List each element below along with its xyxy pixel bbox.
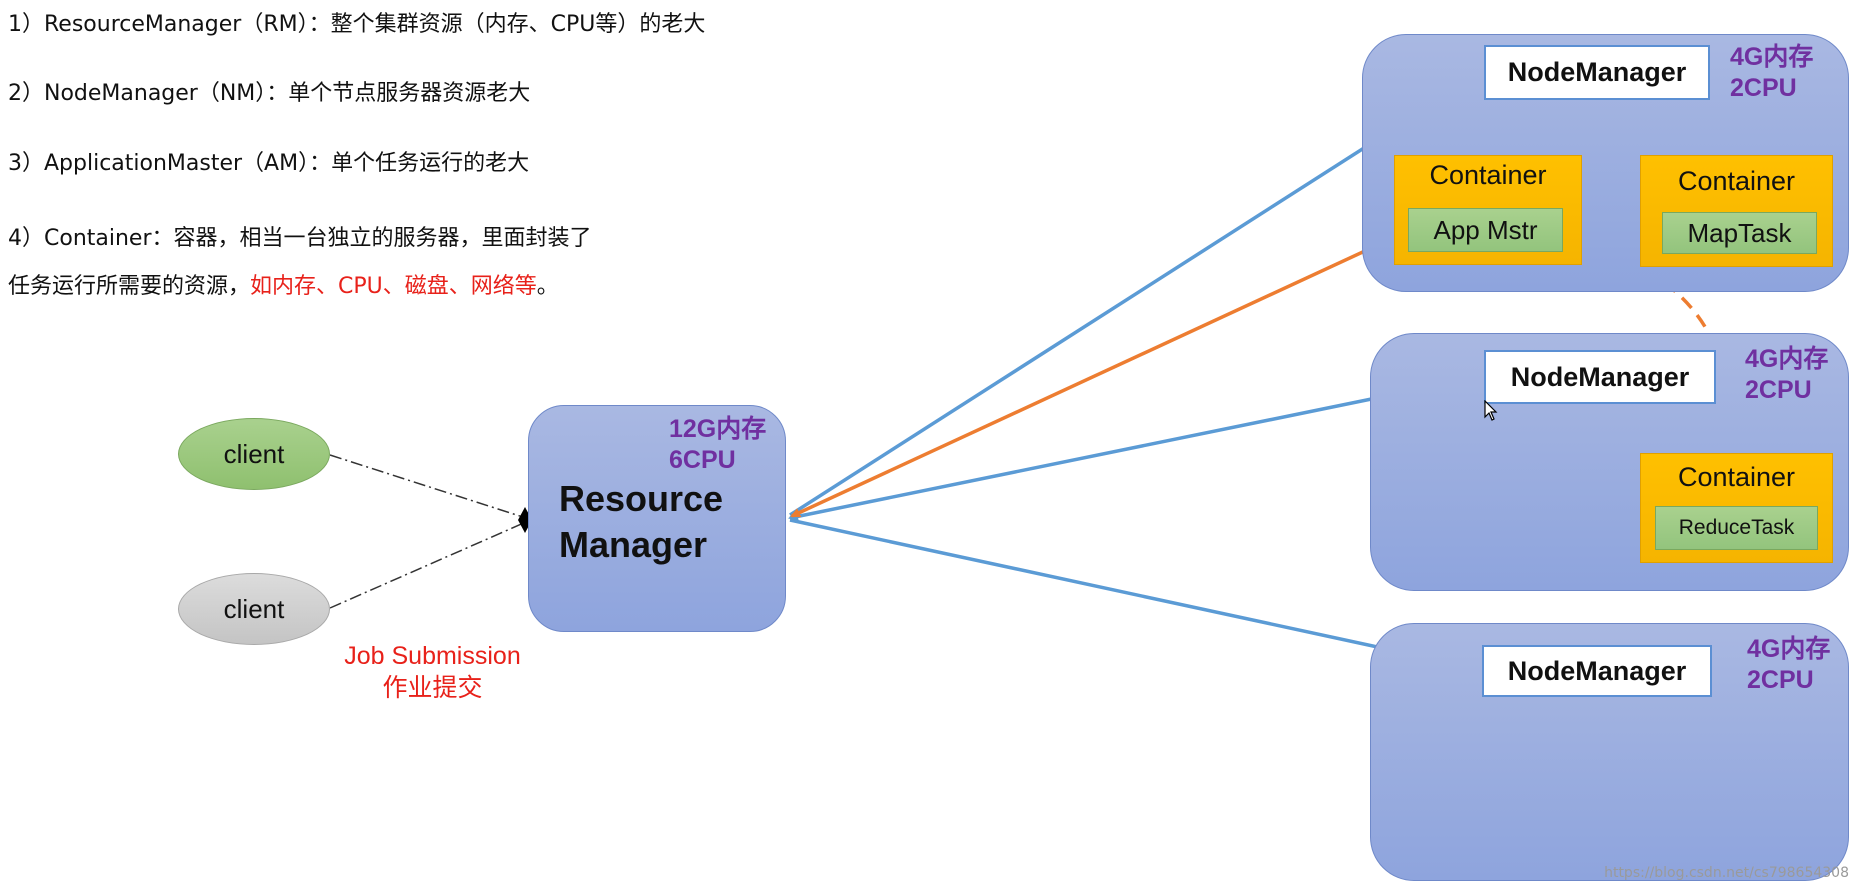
node-3-resources: 4G内存 2CPU	[1747, 635, 1831, 694]
node-2-container-reducetask: Container ReduceTask	[1640, 453, 1833, 563]
node-1-container-appmstr: Container App Mstr	[1394, 155, 1582, 265]
job-submission-zh: 作业提交	[382, 674, 483, 702]
watermark: https://blog.csdn.net/cs798654308	[1604, 865, 1849, 881]
note-nodemanager: 2）NodeManager（NM）：单个节点服务器资源老大	[8, 81, 531, 106]
container-title: Container	[1677, 462, 1796, 492]
app-mstr-task: App Mstr	[1408, 208, 1563, 252]
note-container-resources: 任务运行所需要的资源，如内存、CPU、磁盘、网络等。	[8, 268, 559, 300]
mouse-cursor-icon	[1484, 400, 1498, 421]
note-container-resources-plain: 任务运行所需要的资源，	[8, 274, 251, 299]
container-title: Container	[1429, 160, 1547, 190]
job-submission-label: Job Submission 作业提交	[330, 640, 535, 704]
note-applicationmaster: 3）ApplicationMaster（AM）：单个任务运行的老大	[8, 151, 530, 176]
node-1-nodemanager: NodeManager	[1484, 45, 1710, 100]
reducetask-task: ReduceTask	[1655, 506, 1818, 550]
client-label: client	[223, 438, 285, 469]
rm-appmstr-arrow	[790, 230, 1408, 518]
rm-title: Resource Manager	[559, 478, 724, 565]
note-resourcemanager: 1）ResourceManager（RM）：整个集群资源（内存、CPU等）的老大	[8, 12, 706, 37]
node-3-nodemanager: NodeManager	[1482, 645, 1712, 697]
resource-manager-node: 12G内存 6CPU Resource Manager	[528, 405, 786, 632]
client-node-2: client	[178, 573, 330, 645]
client2-submit-line	[329, 521, 527, 609]
container-title: Container	[1677, 166, 1796, 196]
note-container-resources-end: 。	[536, 274, 559, 299]
note-container-resources-highlight: 如内存、CPU、磁盘、网络等	[250, 274, 537, 299]
rm-resources: 12G内存 6CPU	[669, 415, 767, 474]
job-submission-en: Job Submission	[344, 642, 521, 670]
client1-submit-line	[329, 454, 527, 519]
maptask-task: MapTask	[1662, 212, 1817, 254]
node-2-resources: 4G内存 2CPU	[1745, 345, 1829, 404]
rm-to-nm3-arrow	[789, 518, 1486, 674]
note-container: 4）Container：容器，相当一台独立的服务器，里面封装了	[8, 226, 592, 251]
node-1-container-maptask: Container MapTask	[1640, 155, 1833, 267]
client-label: client	[223, 593, 285, 624]
node-1-resources: 4G内存 2CPU	[1730, 43, 1814, 102]
node-2-nodemanager: NodeManager	[1484, 350, 1716, 404]
client-node-1: client	[178, 418, 330, 490]
